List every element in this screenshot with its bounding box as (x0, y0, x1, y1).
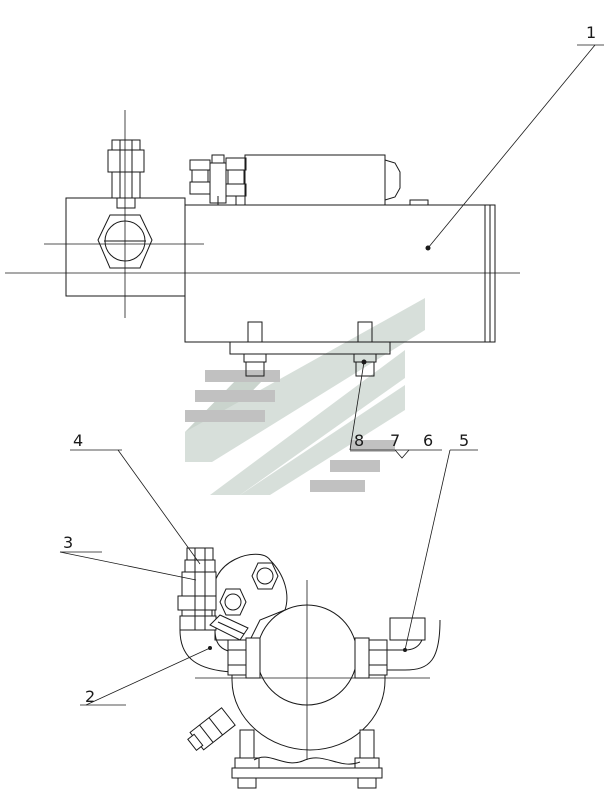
mount-bracket (229, 341, 391, 355)
nut-upper (251, 562, 279, 590)
callout-2: 2 (85, 687, 95, 706)
callout-3: 3 (63, 533, 73, 552)
top-view (5, 44, 604, 459)
tank-body (184, 204, 486, 343)
valve-block (65, 197, 186, 297)
accumulator (244, 154, 386, 206)
callout-1: 1 (586, 23, 596, 42)
bottom-view (59, 449, 478, 789)
callout-6: 6 (423, 431, 433, 450)
callout-4: 4 (73, 431, 83, 450)
callout-7: 7 (390, 431, 400, 450)
nut-lower (219, 588, 247, 616)
watermark-logo (185, 298, 425, 495)
block-nut (97, 214, 153, 269)
callout-8: 8 (354, 431, 364, 450)
callout-5: 5 (459, 431, 469, 450)
